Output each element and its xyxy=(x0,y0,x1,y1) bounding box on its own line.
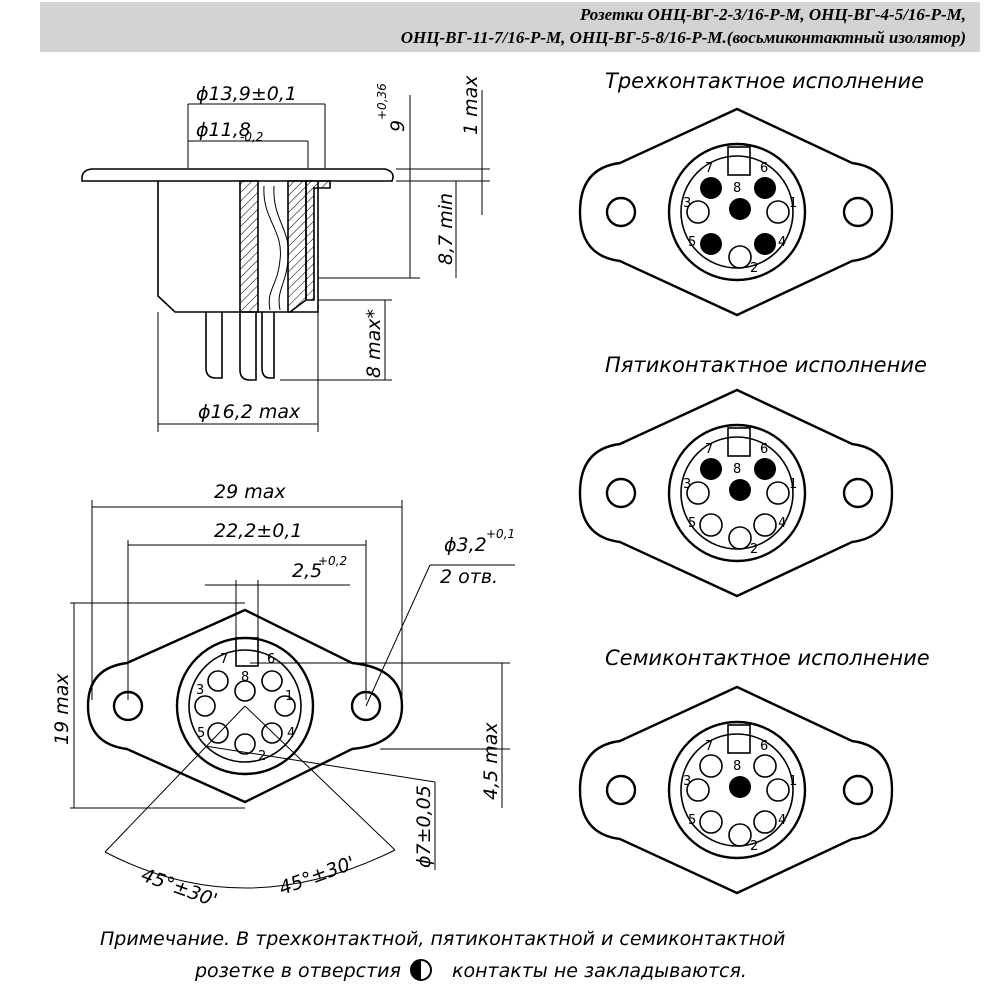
svg-text:8: 8 xyxy=(733,181,741,196)
contact-spring xyxy=(263,185,281,311)
dim-pins: 8 max* xyxy=(363,309,385,378)
variant-five-contact: Пятиконтактное исполнение 1 2 3 4 5 6 7 … xyxy=(578,353,927,598)
note-line-2a: розетке в отверстия xyxy=(194,960,401,982)
svg-text:5: 5 xyxy=(688,813,696,828)
front-flange-outline xyxy=(86,608,404,804)
svg-text:4: 4 xyxy=(778,516,786,531)
front-inner-ring xyxy=(188,649,302,763)
variant-title: Трехконтактное исполнение xyxy=(605,69,924,93)
svg-text:2: 2 xyxy=(258,749,266,764)
title-line-2: ОНЦ-ВГ-11-7/16-Р-М, ОНЦ-ВГ-5-8/16-Р-М.(в… xyxy=(400,28,966,47)
front-contact-1 xyxy=(274,695,296,717)
front-contact-7 xyxy=(207,670,229,692)
dim-width: 29 max xyxy=(214,481,286,503)
svg-text:6: 6 xyxy=(760,739,768,754)
title-bar: Розетки ОНЦ-ВГ-2-3/16-Р-М, ОНЦ-ВГ-4-5/16… xyxy=(40,2,980,52)
svg-text:4: 4 xyxy=(778,235,786,250)
front-contact-5 xyxy=(207,722,229,744)
dim-depth: 8,7 min xyxy=(435,193,457,265)
svg-text:3: 3 xyxy=(683,196,691,211)
dim-height-front: 19 max xyxy=(51,673,73,745)
svg-text:7: 7 xyxy=(705,161,713,176)
dim-inner-diameter: ϕ11,8 xyxy=(196,119,251,141)
svg-text:8: 8 xyxy=(241,670,249,685)
dim-height: 9 xyxy=(387,120,409,132)
front-contact-3 xyxy=(194,695,216,717)
dim-key-tolerance: +0,2 xyxy=(318,554,347,568)
hatched-section-right xyxy=(287,180,307,313)
svg-text:3: 3 xyxy=(683,774,691,789)
svg-text:1: 1 xyxy=(789,196,797,211)
key-slot xyxy=(235,637,259,667)
dim-hole-spacing: 22,2±0,1 xyxy=(214,520,302,542)
svg-text:8: 8 xyxy=(733,759,741,774)
dim-inner-tolerance: -0,2 xyxy=(240,130,263,144)
variant-title: Пятиконтактное исполнение xyxy=(605,353,927,377)
svg-text:7: 7 xyxy=(705,442,713,457)
dim-angle-left: 45°±30' xyxy=(138,864,220,912)
dim-flange-thickness: 1 max xyxy=(460,75,482,135)
svg-text:1: 1 xyxy=(789,477,797,492)
front-view: 1 2 3 4 5 6 7 8 29 max 22,2±0,1 2,5 xyxy=(51,481,515,912)
svg-text:4: 4 xyxy=(778,813,786,828)
half-filled-circle-icon xyxy=(410,959,432,981)
dim-angle-right: 45°±30' xyxy=(276,852,358,900)
svg-text:4: 4 xyxy=(287,726,295,741)
dim-contact-circle: ϕ7±0,05 xyxy=(413,785,435,868)
hatched-collar xyxy=(305,180,331,301)
svg-text:1: 1 xyxy=(789,774,797,789)
dim-key-width: 2,5 xyxy=(292,560,322,582)
variant-title: Семиконтактное исполнение xyxy=(605,646,930,670)
svg-text:8: 8 xyxy=(733,462,741,477)
svg-text:5: 5 xyxy=(197,726,205,741)
svg-text:6: 6 xyxy=(760,161,768,176)
dim-height-tolerance: +0,36 xyxy=(375,83,389,120)
front-contact-6 xyxy=(261,670,283,692)
svg-text:5: 5 xyxy=(688,235,696,250)
dim-hole-tolerance: +0,1 xyxy=(486,527,515,541)
socket-body xyxy=(157,181,319,313)
note-line-2b: контакты не закладываются. xyxy=(452,960,747,982)
front-contact-2 xyxy=(234,733,256,755)
svg-text:3: 3 xyxy=(683,477,691,492)
note-line-1: Примечание. В трехконтактной, пятиконтак… xyxy=(100,928,785,950)
svg-text:1: 1 xyxy=(285,689,293,704)
svg-text:2: 2 xyxy=(750,261,758,276)
dim-hole-count: 2 отв. xyxy=(440,566,498,588)
side-section-view: ϕ13,9±0,1 ϕ11,8 -0,2 ϕ16,2 max 9 +0,36 1… xyxy=(81,75,490,432)
dim-outer-diameter: ϕ13,9±0,1 xyxy=(196,83,297,105)
svg-text:2: 2 xyxy=(750,542,758,557)
svg-text:7: 7 xyxy=(220,652,228,667)
pin-3 xyxy=(261,312,275,379)
svg-text:6: 6 xyxy=(267,652,275,667)
svg-text:5: 5 xyxy=(688,516,696,531)
front-contact-4 xyxy=(261,722,283,744)
variant-three-contact: Трехконтактное исполнение 1 2 3 4 5 6 7 … xyxy=(578,69,924,317)
flange xyxy=(81,168,394,182)
title-line-1: Розетки ОНЦ-ВГ-2-3/16-Р-М, ОНЦ-ВГ-4-5/16… xyxy=(579,5,966,24)
note: Примечание. В трехконтактной, пятиконтак… xyxy=(100,928,785,982)
dim-offset: 4,5 max xyxy=(480,722,502,800)
front-contact-8 xyxy=(234,680,256,702)
svg-text:2: 2 xyxy=(750,839,758,854)
svg-text:7: 7 xyxy=(705,739,713,754)
hatched-section-left xyxy=(239,180,259,313)
dim-hole-diameter: ϕ3,2 xyxy=(444,534,487,556)
pin-1 xyxy=(205,312,223,379)
svg-text:6: 6 xyxy=(760,442,768,457)
dim-body-diameter: ϕ16,2 max xyxy=(198,401,301,423)
pin-2 xyxy=(239,312,257,381)
svg-text:3: 3 xyxy=(196,683,204,698)
variant-seven-contact: Семиконтактное исполнение 1 2 3 4 5 6 7 … xyxy=(578,646,930,895)
